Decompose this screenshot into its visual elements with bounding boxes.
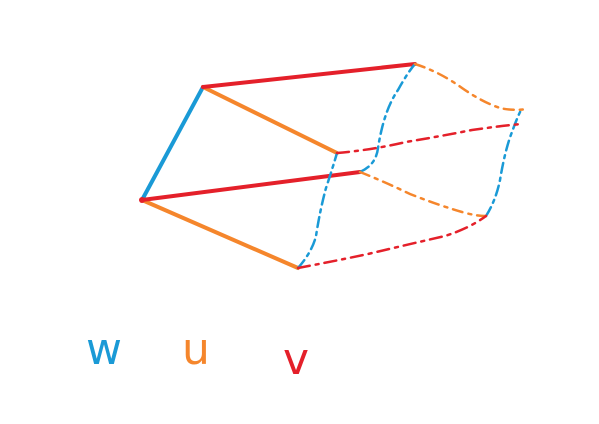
edge-w-dashed-far bbox=[484, 108, 523, 218]
edge-v-solid-bottom bbox=[140, 170, 362, 202]
legend-label-u: u bbox=[182, 324, 210, 375]
edge-v-dashed-bottom bbox=[296, 214, 488, 270]
edge-u-dashed-top bbox=[413, 62, 530, 112]
edge-v-dashed-top bbox=[335, 122, 523, 155]
edge-u-solid-bottom bbox=[140, 198, 300, 270]
edge-v-solid-top bbox=[201, 62, 417, 89]
legend-label-v: v bbox=[283, 334, 310, 385]
solid-edges bbox=[139, 62, 417, 270]
edge-u-dashed-bottom bbox=[358, 170, 488, 218]
edge-w-dashed-middle bbox=[358, 62, 417, 174]
legend-label-w: w bbox=[86, 324, 122, 375]
edge-w-solid bbox=[140, 85, 205, 202]
edge-u-solid-top bbox=[201, 85, 339, 155]
dashed-edges bbox=[296, 62, 530, 270]
origin-dot bbox=[139, 197, 145, 203]
edge-w-dashed-front bbox=[296, 151, 339, 270]
